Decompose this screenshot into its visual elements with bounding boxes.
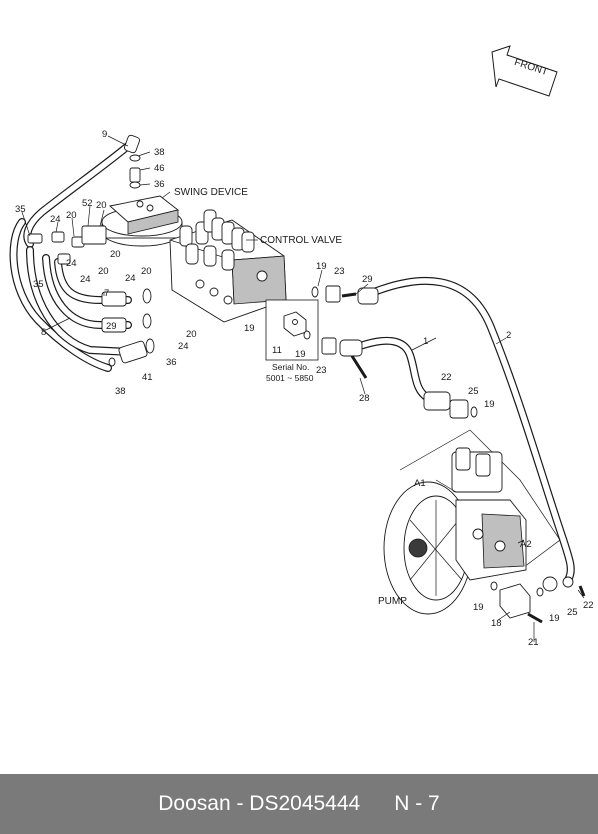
port-a2-label: A2: [520, 539, 532, 550]
callout-20: 20: [141, 266, 152, 277]
hose-2: [360, 277, 575, 584]
callout-19: 19: [484, 399, 495, 410]
serial-box: Serial No. 5001 ~ 5850: [265, 299, 319, 383]
leader-lines: [21, 135, 585, 642]
callout-19: 19: [244, 323, 255, 334]
callout-35: 35: [33, 279, 44, 290]
callout-20: 20: [66, 210, 77, 221]
hose-7: [26, 246, 134, 356]
callout-20: 20: [186, 329, 197, 340]
callout-28: 28: [359, 393, 370, 404]
callout-36: 36: [166, 357, 177, 368]
hydraulic-parts-diagram: FRONT: [9, 45, 594, 648]
hose-8: [9, 218, 112, 372]
serial-range: 5001 ~ 5850: [266, 373, 314, 383]
callout-11: 11: [272, 345, 282, 356]
callout-52: 52: [82, 198, 93, 209]
callout-22: 22: [441, 372, 452, 383]
control-valve: [169, 209, 287, 323]
bolts: [341, 292, 586, 624]
callout-38: 38: [154, 147, 165, 158]
port-a1-label: A1: [414, 478, 426, 489]
callout-46: 46: [154, 163, 165, 174]
callout-35: 35: [15, 204, 26, 215]
callout-25: 25: [567, 607, 578, 618]
hose-9: [23, 134, 140, 248]
callout-18: 18: [491, 618, 502, 629]
front-arrow: FRONT: [491, 45, 558, 97]
callout-1: 1: [423, 336, 428, 347]
callout-21: 21: [528, 637, 539, 648]
hose-1: [339, 287, 432, 402]
callout-24: 24: [80, 274, 91, 285]
callout-8: 8: [41, 327, 46, 338]
callout-20: 20: [98, 266, 109, 277]
callout-29: 29: [362, 274, 373, 285]
callout-23: 23: [316, 365, 327, 376]
callout-36: 36: [154, 179, 165, 190]
callout-24: 24: [125, 273, 136, 284]
callout-19: 19: [316, 261, 327, 272]
footer-bar: Doosan - DS2045444 N - 7: [0, 774, 598, 834]
footer-brand-part: Doosan - DS2045444: [158, 792, 361, 815]
callout-numbers: 9 38 46 36 35 24 20 52 20 20 24 20 35 24…: [15, 129, 594, 648]
pump-label: PUMP: [378, 596, 407, 607]
callout-19: 19: [473, 602, 484, 613]
callout-38: 38: [115, 386, 126, 397]
swing-device: [81, 154, 183, 247]
callout-24: 24: [66, 258, 77, 269]
callout-7: 7: [104, 288, 109, 299]
callout-29: 29: [106, 321, 117, 332]
callout-19: 19: [549, 613, 560, 624]
control-valve-label: CONTROL VALVE: [260, 235, 342, 246]
swing-device-label: SWING DEVICE: [174, 187, 248, 198]
callout-25: 25: [468, 386, 479, 397]
callout-23: 23: [334, 266, 345, 277]
callout-24: 24: [50, 214, 61, 225]
callout-20: 20: [96, 200, 107, 211]
callout-19: 19: [295, 349, 306, 360]
left-fittings: [27, 231, 155, 367]
callout-22: 22: [583, 600, 594, 611]
callout-20: 20: [110, 249, 121, 260]
pump-fittings: [490, 576, 574, 619]
serial-title: Serial No.: [272, 362, 309, 372]
callout-24: 24: [178, 341, 189, 352]
callout-9: 9: [102, 129, 107, 140]
callout-2: 2: [506, 330, 511, 341]
valve-spools: [179, 209, 255, 271]
callout-41: 41: [142, 372, 153, 383]
footer-page: N - 7: [394, 792, 440, 815]
pump: [383, 429, 561, 615]
